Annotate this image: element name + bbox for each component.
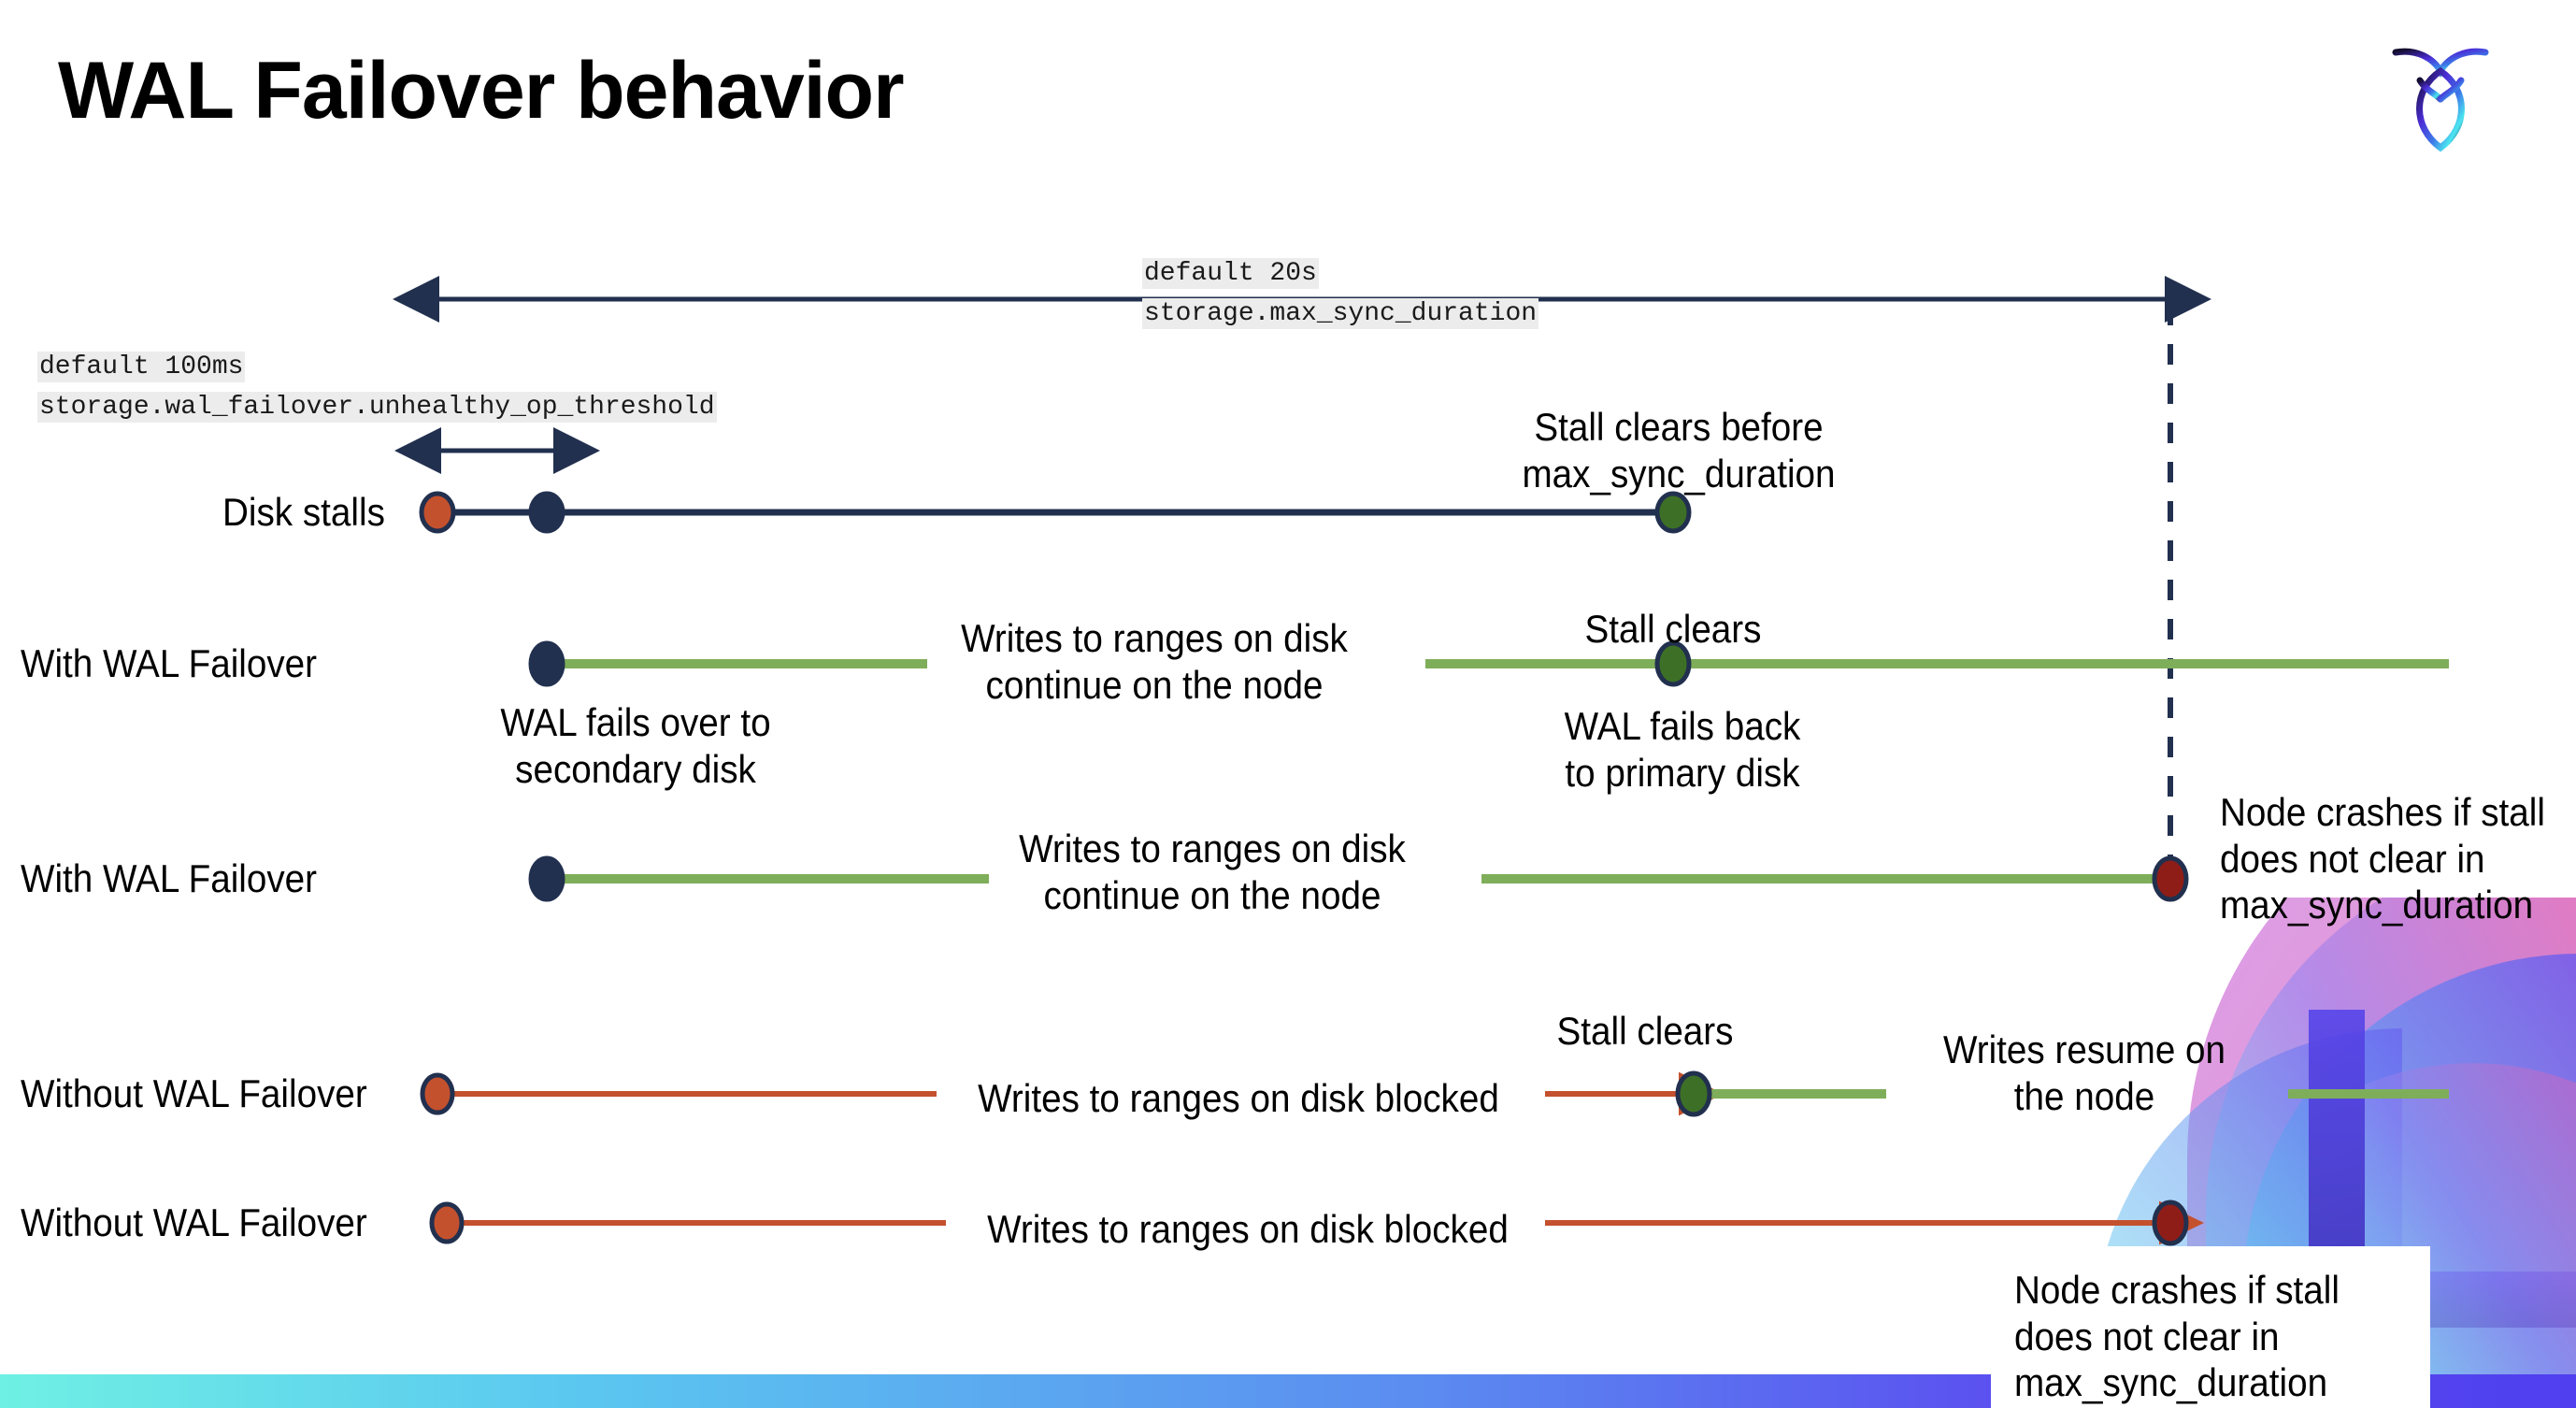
marker-stall-start [419,491,456,534]
row-disk-stalls-timeline [419,491,1692,534]
annotation-wal-fails-back: WAL fails back to primary disk [1564,704,1801,795]
code-label-max-sync-setting: storage.max_sync_duration [1142,297,1539,329]
node-crash-callout-box [1991,1246,2430,1408]
annotation-stall-clears-row4: Stall clears [1556,1009,1734,1053]
row-label-with-wal-failover-1: With WAL Failover [21,641,318,685]
row-label-without-wal-failover-2: Without WAL Failover [21,1200,367,1244]
annotation-stall-clears-row2: Stall clears [1584,607,1762,651]
row-with-wal-failover-1-timeline [528,640,2449,687]
marker-wal-failover-start [528,855,565,902]
marker-threshold [528,491,565,534]
annotation-stall-clears-before: Stall clears before max_sync_duration [1522,405,1836,496]
annotation-writes-continue-1: Writes to ranges on disk continue on the… [961,616,1348,707]
marker-stall-clears [1654,491,1692,534]
code-label-unhealthy-setting: storage.wal_failover.unhealthy_op_thresh… [37,391,717,423]
annotation-writes-blocked-2: Writes to ranges on disk blocked [987,1207,1509,1251]
marker-node-crash [2152,1200,2189,1246]
marker-node-crash [2152,855,2189,902]
page-title: WAL Failover behavior [58,46,905,136]
annotation-writes-continue-2: Writes to ranges on disk continue on the… [1019,826,1406,917]
cockroachdb-logo-icon [2388,32,2493,155]
marker-stall-start [429,1201,465,1244]
annotation-writes-blocked-1: Writes to ranges on disk blocked [978,1076,1499,1120]
row-label-disk-stalls: Disk stalls [222,490,385,534]
marker-stall-clears [1675,1070,1712,1117]
annotation-node-crashes-row5: Node crashes if stall does not clear in … [2014,1268,2340,1405]
code-label-max-sync-default: default 20s [1142,258,1319,289]
marker-wal-failover-start [528,640,565,687]
code-label-unhealthy-op-threshold: default 100ms storage.wal_failover.unhea… [37,348,717,427]
row-label-with-wal-failover-2: With WAL Failover [21,856,318,900]
annotation-writes-resume: Writes resume on the node [1942,1027,2226,1118]
annotation-node-crashes-row3: Node crashes if stall does not clear in … [2220,790,2545,927]
code-label-unhealthy-default: default 100ms [37,352,246,382]
marker-stall-start [420,1072,455,1115]
row-label-without-wal-failover-1: Without WAL Failover [21,1071,367,1115]
code-label-max-sync-duration: default 20s storage.max_sync_duration [1142,254,1539,334]
annotation-wal-fails-over: WAL fails over to secondary disk [500,700,771,791]
